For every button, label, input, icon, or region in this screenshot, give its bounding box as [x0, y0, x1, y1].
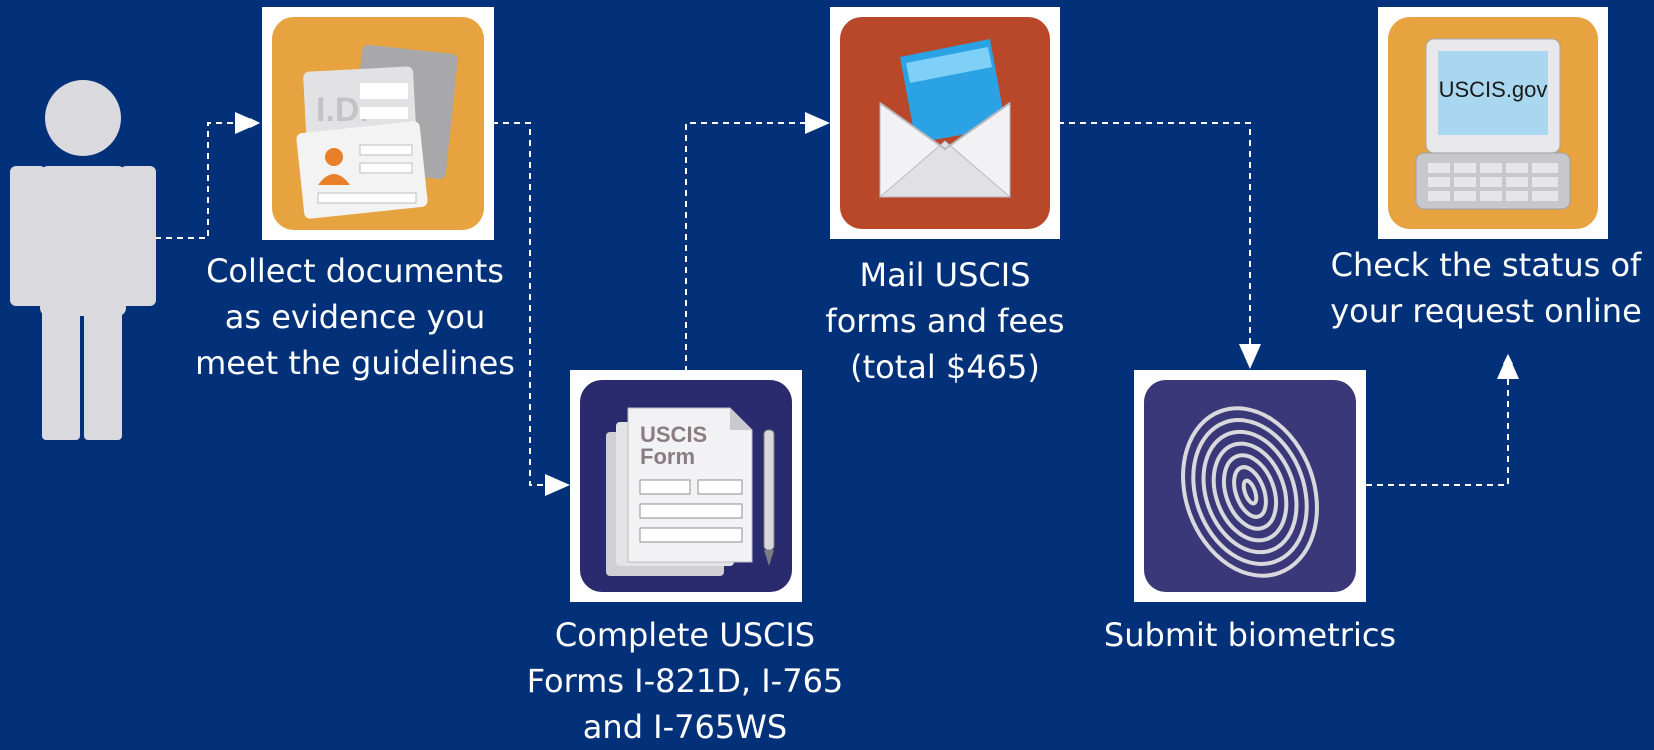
connector-forms-to-mail [685, 118, 828, 372]
biometrics-tile [1134, 370, 1366, 602]
arrowhead [1239, 344, 1261, 369]
uscis-form-icon: USCIS Form [606, 407, 775, 576]
connector-biometrics-to-status [1366, 354, 1513, 486]
computer-icon: USCIS.gov [1415, 38, 1571, 210]
documents-tile: I.D. [262, 7, 494, 240]
documents-label: Collect documents as evidence you meet t… [195, 252, 515, 382]
person-icon [10, 80, 156, 440]
status-tile: USCIS.gov [1378, 7, 1608, 239]
form-icon-text: USCIS [640, 422, 707, 447]
connector-person-to-documents [155, 118, 260, 239]
fingerprint-icon [1181, 406, 1319, 578]
biometrics-label: Submit biometrics [1103, 616, 1397, 654]
screen-text: USCIS.gov [1439, 77, 1548, 102]
connector-mail-to-biometrics [1058, 122, 1255, 367]
id-documents-icon: I.D. [296, 44, 458, 219]
arrowhead [545, 474, 570, 496]
forms-tile: USCIS Form [570, 370, 802, 602]
forms-label: Complete USCIS Forms I-821D, I-765 and I… [526, 616, 844, 746]
mail-tile [830, 7, 1060, 239]
status-label: Check the status of your request online [1330, 246, 1642, 330]
mail-label: Mail USCIS forms and fees (total $465) [825, 256, 1065, 386]
arrowhead [235, 112, 260, 134]
form-icon-text: Form [640, 444, 695, 469]
envelope-icon [878, 39, 1012, 198]
arrowhead [1497, 354, 1519, 379]
arrowhead [805, 112, 830, 134]
